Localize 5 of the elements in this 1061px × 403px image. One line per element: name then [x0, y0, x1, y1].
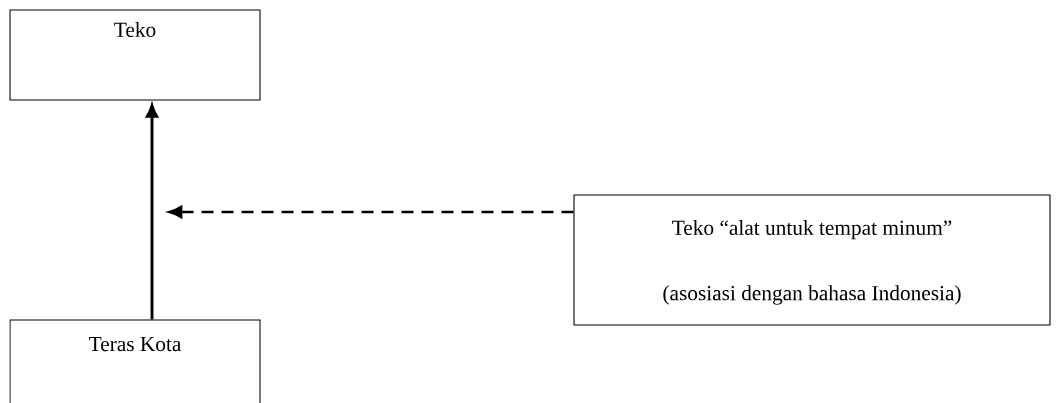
text-box: Teras Kota	[9, 319, 261, 403]
text-box: Teko “alat untuk tempat minum” (asosiasi dengan bahasa Indonesia)	[573, 194, 1051, 326]
arrow	[145, 104, 159, 320]
text-box: Teko	[9, 9, 261, 101]
arrow	[168, 205, 574, 219]
